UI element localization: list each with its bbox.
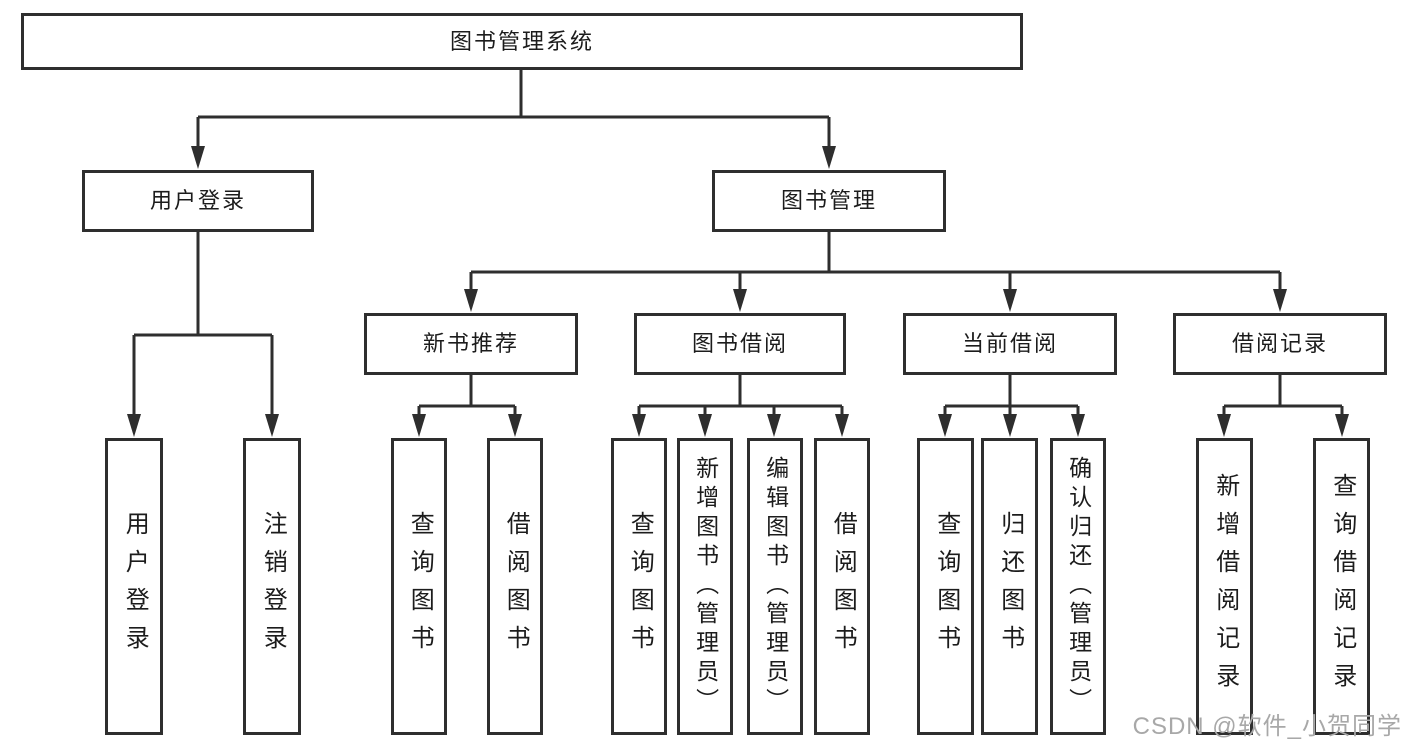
leaf-user-login: 用户登录	[105, 438, 163, 735]
leaf-bb-query-book-label: 查询图书	[626, 510, 654, 663]
arrowhead-icon	[464, 289, 478, 312]
leaf-cb-query-book-label: 查询图书	[932, 510, 960, 663]
leaf-bb-borrow-book: 借阅图书	[814, 438, 870, 735]
leaf-bb-edit-book-label: 编辑图书（管理员）	[762, 456, 789, 717]
node-current-borrow-label: 当前借阅	[961, 331, 1058, 356]
arrowhead-icon	[1335, 414, 1349, 437]
leaf-br-add-record-label: 新增借阅记录	[1211, 472, 1239, 701]
arrowhead-icon	[1273, 289, 1287, 312]
node-current-borrow: 当前借阅	[903, 313, 1117, 375]
node-user-login-label: 用户登录	[149, 188, 246, 213]
leaf-br-query-record: 查询借阅记录	[1313, 438, 1370, 735]
leaf-cb-query-book: 查询图书	[917, 438, 974, 735]
arrowhead-icon	[632, 414, 646, 437]
node-user-login: 用户登录	[82, 170, 314, 232]
leaf-bb-add-book-label: 新增图书（管理员）	[692, 456, 719, 717]
leaf-logout: 注销登录	[243, 438, 301, 735]
csdn-watermark: CSDN @软件_小贺同学	[1132, 713, 1402, 740]
leaf-bb-query-book: 查询图书	[611, 438, 667, 735]
arrowhead-icon	[265, 414, 279, 437]
arrowhead-icon	[412, 414, 426, 437]
arrowhead-icon	[733, 289, 747, 312]
leaf-nb-query-book: 查询图书	[391, 438, 447, 735]
arrowhead-icon	[1217, 414, 1231, 437]
arrowhead-icon	[508, 414, 522, 437]
arrowhead-icon	[767, 414, 781, 437]
leaf-nb-query-book-label: 查询图书	[406, 510, 434, 663]
node-root-label: 图书管理系统	[449, 28, 594, 54]
leaf-logout-label: 注销登录	[259, 510, 287, 663]
arrowhead-icon	[1071, 414, 1085, 437]
leaf-bb-edit-book: 编辑图书（管理员）	[747, 438, 803, 735]
node-book-borrow-label: 图书借阅	[691, 331, 788, 356]
leaf-br-add-record: 新增借阅记录	[1196, 438, 1253, 735]
leaf-cb-confirm-return-label: 确认归还（管理员）	[1065, 456, 1092, 717]
node-root: 图书管理系统	[21, 13, 1023, 70]
leaf-cb-confirm-return: 确认归还（管理员）	[1050, 438, 1106, 735]
node-book-borrow: 图书借阅	[634, 313, 846, 375]
arrowhead-icon	[1003, 289, 1017, 312]
leaf-cb-return-book-label: 归还图书	[996, 510, 1024, 663]
arrowhead-icon	[938, 414, 952, 437]
leaf-nb-borrow-book-label: 借阅图书	[502, 510, 530, 663]
arrowhead-icon	[127, 414, 141, 437]
arrowhead-icon	[1003, 414, 1017, 437]
arrowhead-icon	[822, 146, 836, 169]
leaf-bb-add-book: 新增图书（管理员）	[677, 438, 733, 735]
leaf-bb-borrow-book-label: 借阅图书	[829, 510, 857, 663]
leaf-cb-return-book: 归还图书	[981, 438, 1038, 735]
arrowhead-icon	[835, 414, 849, 437]
node-book-management: 图书管理	[712, 170, 946, 232]
node-book-management-label: 图书管理	[780, 188, 877, 213]
leaf-nb-borrow-book: 借阅图书	[487, 438, 543, 735]
leaf-user-login-label: 用户登录	[121, 510, 149, 663]
node-borrow-records-label: 借阅记录	[1231, 331, 1328, 356]
node-new-book-recommend: 新书推荐	[364, 313, 578, 375]
node-borrow-records: 借阅记录	[1173, 313, 1387, 375]
leaf-br-query-record-label: 查询借阅记录	[1328, 472, 1356, 701]
arrowhead-icon	[191, 146, 205, 169]
node-new-book-recommend-label: 新书推荐	[422, 331, 519, 356]
arrowhead-icon	[698, 414, 712, 437]
